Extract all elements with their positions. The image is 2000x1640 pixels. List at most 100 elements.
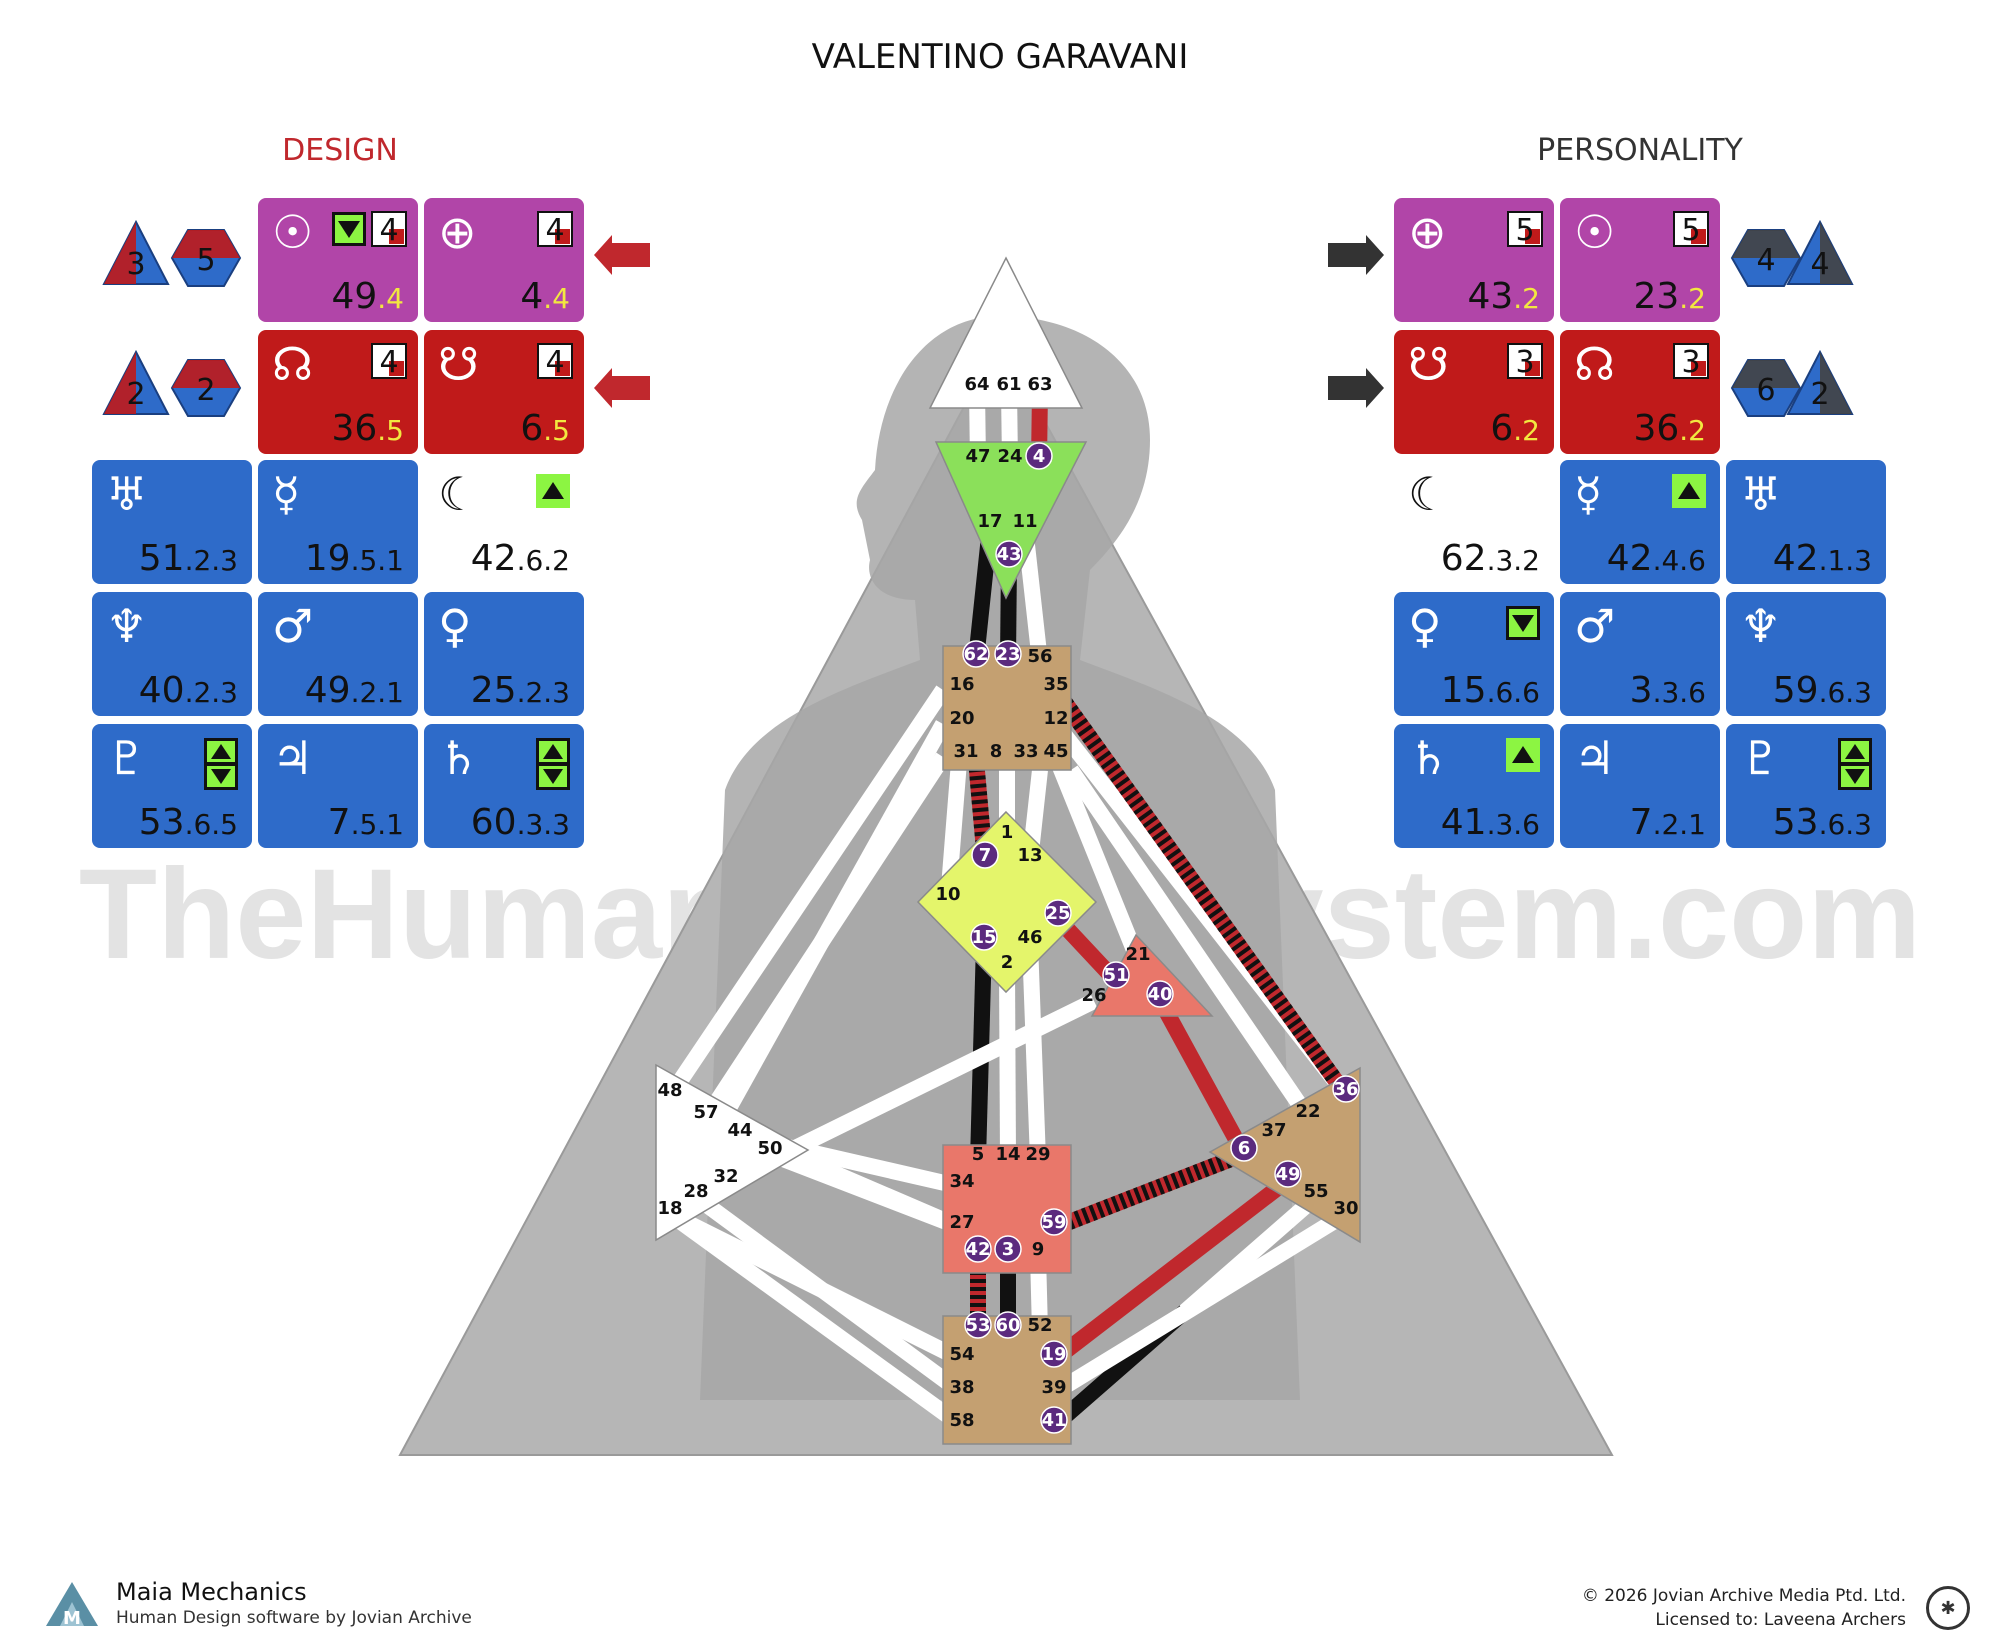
maia-logo-icon: M <box>44 1580 100 1630</box>
mercury-icon: ☿ <box>1574 467 1602 521</box>
gate-24-label: 24 <box>997 446 1022 467</box>
gate-52-label: 52 <box>1027 1315 1052 1336</box>
gate-53-label: 53 <box>965 1315 990 1336</box>
gate-8-label: 8 <box>990 741 1003 762</box>
personality-variable-hexagon-0: 4 <box>1730 229 1802 287</box>
gate-55-label: 55 <box>1303 1181 1328 1202</box>
gate-61-label: 61 <box>996 374 1021 395</box>
sun-gate-value: 49.4 <box>331 276 404 317</box>
uranus-gate-value: 51.2.3 <box>139 538 238 579</box>
brand-tagline: Human Design software by Jovian Archive <box>116 1608 472 1628</box>
copyright-text: © 2026 Jovian Archive Media Ptd. Ltd. <box>1581 1586 1906 1606</box>
mars-icon: ♂ <box>1574 599 1615 653</box>
south-node-gate-value: 6.2 <box>1490 408 1540 449</box>
gate-42-label: 42 <box>965 1239 990 1260</box>
mercury-fixing-icon <box>1672 474 1706 508</box>
gate-46-label: 46 <box>1017 927 1042 948</box>
gate-19-label: 19 <box>1041 1344 1066 1365</box>
gate-6-marker <box>1230 1134 1258 1162</box>
neptune-gate-value: 40.2.3 <box>139 670 238 711</box>
north-node-color-badge: 4 <box>379 345 398 380</box>
gate-18-label: 18 <box>657 1198 682 1219</box>
moon-fixing-icon <box>536 474 570 508</box>
mercury-icon: ☿ <box>272 467 300 521</box>
gate-40-label: 40 <box>1147 984 1172 1005</box>
gate-36-marker <box>1332 1075 1360 1103</box>
design-mercury-cell: ☿19.5.1 <box>258 460 418 584</box>
personality-south-node-cell: ☋36.2 <box>1394 330 1554 454</box>
gate-58-label: 58 <box>949 1410 974 1431</box>
gate-50-label: 50 <box>757 1138 782 1159</box>
earth-color-badge: 5 <box>1515 213 1534 248</box>
gate-32-label: 32 <box>713 1166 738 1187</box>
pluto-fixing-icon <box>1838 738 1872 790</box>
gate-51-marker <box>1102 961 1130 989</box>
sun-color-badge: 5 <box>1681 213 1700 248</box>
channel-19 <box>663 685 950 1101</box>
gate-38-label: 38 <box>949 1377 974 1398</box>
gate-7-marker <box>971 841 999 869</box>
pluto-fixing-icon <box>204 738 238 790</box>
gate-21-label: 21 <box>1125 944 1150 965</box>
personality-sun-cell: ☉523.2 <box>1560 198 1720 322</box>
pluto-icon: ♇ <box>1740 731 1781 785</box>
channel-18-stripe <box>1049 685 1353 1100</box>
design-arrow-0-icon <box>594 235 650 275</box>
gate-57-label: 57 <box>693 1102 718 1123</box>
personality-pluto-cell: ♇53.6.3 <box>1726 724 1886 848</box>
gate-44-label: 44 <box>727 1120 752 1141</box>
sun-icon: ☉ <box>272 205 313 259</box>
design-tri-value-1: 2 <box>126 377 145 412</box>
earth-icon: ⊕ <box>1408 205 1447 259</box>
gate-7-label: 7 <box>979 845 992 866</box>
channel-26-stripe <box>1051 1146 1247 1236</box>
north-node-color-badge: 3 <box>1681 345 1700 380</box>
channel-35 <box>1049 1207 1351 1400</box>
pluto-gate-value: 53.6.5 <box>139 802 238 843</box>
g-center <box>916 810 1098 994</box>
design-venus-cell: ♀25.2.3 <box>424 592 584 716</box>
neptune-icon: ♆ <box>1740 599 1781 653</box>
sun-icon: ☉ <box>1574 205 1615 259</box>
design-earth-cell: ⊕ 4 4.4 <box>424 198 584 322</box>
gate-26-label: 26 <box>1081 985 1106 1006</box>
design-variable-triangle-1: 2 <box>102 349 170 415</box>
gate-6-label: 6 <box>1238 1138 1251 1159</box>
design-panel: DESIGN☉449.4⊕44.4☊436.5☋46.5♅51.2.3☿19.5… <box>92 133 650 848</box>
venus-icon: ♀ <box>438 599 472 653</box>
gate-53-marker <box>964 1311 992 1339</box>
gate-14-label: 14 <box>995 1144 1020 1165</box>
personality-uranus-cell: ♅42.1.3 <box>1726 460 1886 584</box>
personality-variable-hexagon-1: 6 <box>1730 359 1802 417</box>
earth-color-badge: 4 <box>545 213 564 248</box>
earth-gate-value: 4.4 <box>520 276 570 317</box>
sun-color-badge: 4 <box>379 213 398 248</box>
gate-3-label: 3 <box>1002 1239 1015 1260</box>
gate-54-label: 54 <box>949 1344 974 1365</box>
gate-41-marker <box>1040 1406 1068 1434</box>
gate-9-label: 9 <box>1032 1239 1045 1260</box>
gate-49-marker <box>1274 1160 1302 1188</box>
neptune-gate-value: 59.6.3 <box>1773 670 1872 711</box>
earth-icon: ⊕ <box>438 205 477 259</box>
personality-saturn-cell: ♄41.3.6 <box>1394 724 1554 848</box>
gate-33-label: 33 <box>1013 741 1038 762</box>
north-node-icon: ☊ <box>272 337 313 391</box>
design-south-node-cell: ☋46.5 <box>424 330 584 454</box>
south-node-icon: ☋ <box>438 337 479 391</box>
head-center <box>928 256 1084 409</box>
venus-gate-value: 15.6.6 <box>1441 670 1540 711</box>
gate-60-label: 60 <box>995 1315 1020 1336</box>
south-node-color-badge: 4 <box>545 345 564 380</box>
mars-gate-value: 3.3.6 <box>1630 670 1706 711</box>
gate-64-label: 64 <box>964 374 989 395</box>
gate-51-label: 51 <box>1103 965 1128 986</box>
neptune-icon: ♆ <box>106 599 147 653</box>
chart-title: VALENTINO GARAVANI <box>812 37 1189 77</box>
channel-17 <box>1064 765 1315 1122</box>
footer-brand: Maia Mechanics Human Design software by … <box>116 1578 472 1628</box>
gate-59-label: 59 <box>1041 1212 1066 1233</box>
mercury-gate-value: 42.4.6 <box>1607 538 1706 579</box>
channel-6-stripe <box>968 759 993 862</box>
